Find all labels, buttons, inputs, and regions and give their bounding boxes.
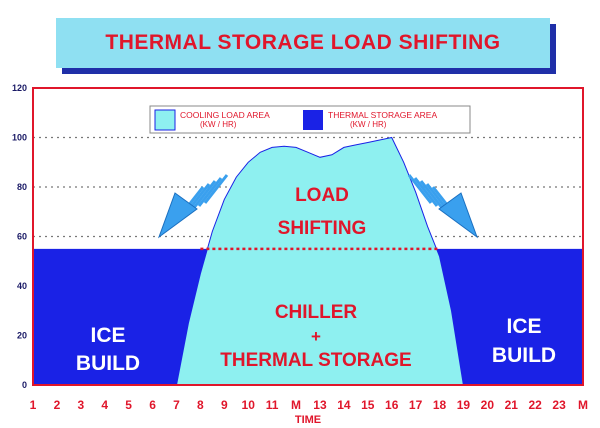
- legend-storage-unit: (KW / HR): [350, 120, 387, 129]
- chiller-plus-text: +: [311, 327, 321, 346]
- y-tick-label: 100: [12, 133, 27, 143]
- cooling-load-area: [175, 136, 464, 386]
- x-tick-label: 8: [197, 398, 204, 412]
- thermal-storage-text: THERMAL STORAGE: [220, 350, 411, 371]
- x-tick-label: 17: [409, 398, 423, 412]
- x-tick-label: 11: [266, 398, 279, 412]
- legend-cooling-unit: (KW / HR): [200, 120, 237, 129]
- x-tick-label: 1: [30, 398, 37, 412]
- load-shifting-text: LOAD: [295, 185, 349, 206]
- chiller-text: CHILLER: [275, 302, 358, 323]
- arrow-stripe: [191, 180, 217, 210]
- y-tick-label: 80: [17, 182, 27, 192]
- x-tick-label: 6: [149, 398, 156, 412]
- x-tick-label: M: [578, 398, 588, 412]
- x-tick-label: 7: [173, 398, 180, 412]
- y-tick-label: 20: [17, 331, 27, 341]
- chart-title: THERMAL STORAGE LOAD SHIFTING: [105, 31, 501, 54]
- x-tick-label: 18: [433, 398, 447, 412]
- legend-cooling-label: COOLING LOAD AREA: [180, 110, 270, 120]
- arrow-right: [407, 174, 479, 239]
- y-tick-label: 120: [12, 83, 27, 93]
- x-tick-label: 16: [385, 398, 399, 412]
- x-axis-title: TIME: [295, 414, 321, 426]
- y-tick-label: 0: [22, 380, 27, 390]
- x-tick-label: 13: [313, 398, 327, 412]
- plot-frame: [32, 87, 584, 386]
- x-tick-label: 23: [552, 398, 566, 412]
- x-tick-label: 9: [221, 398, 228, 412]
- x-tick-label: 10: [242, 398, 256, 412]
- legend-swatch-cooling: [154, 109, 176, 131]
- x-tick-label: 20: [481, 398, 495, 412]
- x-tick-label: 19: [457, 398, 471, 412]
- ice-build-right-text: BUILD: [492, 344, 556, 367]
- y-tick-label: 40: [17, 281, 27, 291]
- x-tick-label: M: [291, 398, 301, 412]
- x-tick-label: 15: [361, 398, 375, 412]
- x-tick-label: 14: [337, 398, 351, 412]
- arrow-head: [438, 192, 479, 239]
- legend-storage-label: THERMAL STORAGE AREA: [328, 110, 437, 120]
- y-tick-label: 60: [17, 232, 27, 242]
- arrow-left: [157, 174, 229, 239]
- arrow-stripe: [407, 174, 433, 204]
- arrow-stripe: [203, 174, 229, 204]
- x-tick-label: 4: [101, 398, 108, 412]
- x-tick-label: 5: [125, 398, 132, 412]
- x-tick-label: 3: [77, 398, 84, 412]
- title-banner: THERMAL STORAGE LOAD SHIFTING: [56, 18, 550, 68]
- arrow-head: [157, 192, 198, 239]
- load-shifting-text: SHIFTING: [278, 218, 367, 239]
- x-tick-label: 22: [528, 398, 542, 412]
- ice-build-left-text: ICE: [90, 324, 125, 347]
- x-tick-label: 21: [505, 398, 519, 412]
- x-tick-label: 2: [54, 398, 61, 412]
- arrow-stripe: [419, 180, 445, 210]
- arrow-stripe: [413, 177, 439, 207]
- ice-build-right-text: ICE: [506, 315, 541, 338]
- arrow-stripe: [197, 177, 223, 207]
- legend-swatch-storage: [303, 110, 323, 130]
- ice-build-left-text: BUILD: [76, 352, 140, 375]
